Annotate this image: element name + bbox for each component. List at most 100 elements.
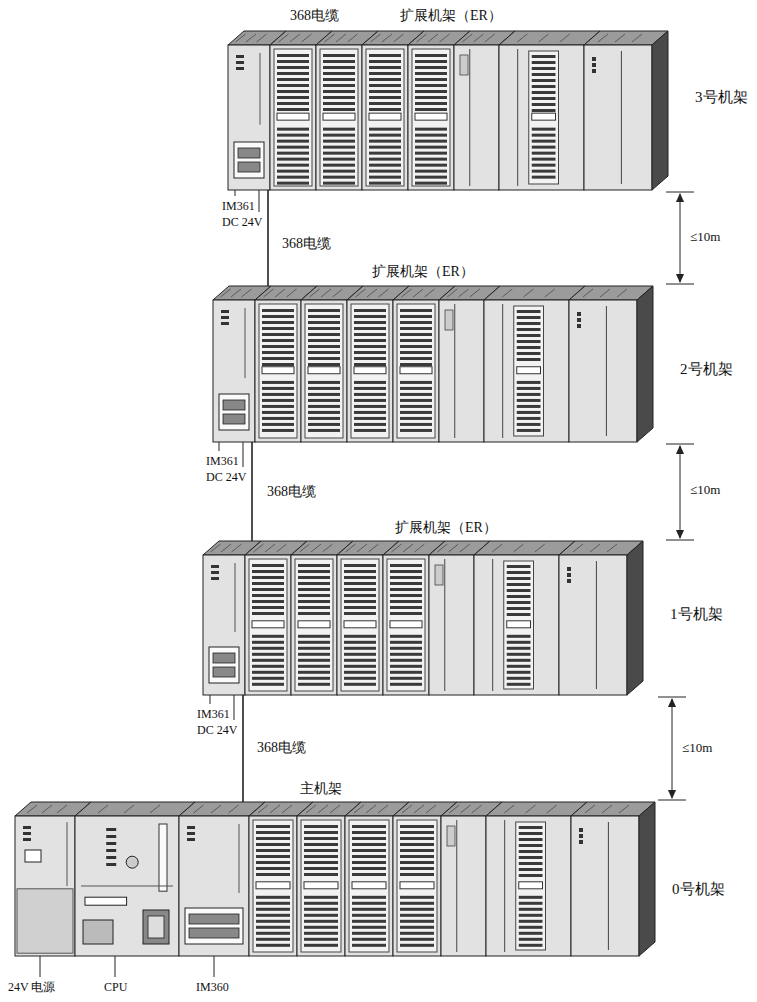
vent-slot (600, 289, 610, 297)
vent-slot (258, 805, 268, 813)
vent-slot (437, 544, 447, 552)
module-front (474, 555, 559, 695)
power-terminal (83, 920, 113, 944)
terminal-strip (323, 158, 355, 161)
vent-slot (440, 34, 450, 42)
terminal-strip (390, 588, 422, 591)
leader-line (243, 442, 244, 467)
label-strip (415, 113, 447, 120)
terminal-strip (519, 920, 543, 923)
rack-heading: 扩展机架（ER） (372, 264, 474, 281)
label-strip (369, 113, 401, 120)
rack (203, 541, 643, 695)
terminal-strip (369, 90, 401, 93)
vent-slot (98, 805, 108, 813)
terminal-strip (308, 381, 340, 384)
mpi-port-inner (148, 916, 164, 938)
terminal-strip (304, 867, 338, 870)
status-led (23, 832, 31, 835)
terminal-strip (507, 641, 531, 644)
terminal-strip (369, 158, 401, 161)
terminal-strip (532, 146, 556, 149)
vent-slot (474, 34, 484, 42)
module-top (75, 802, 195, 816)
front-panel (412, 49, 450, 186)
vent-slot (414, 805, 424, 813)
cable-socket (185, 908, 243, 944)
vent-slot (619, 805, 629, 813)
vent-slot (246, 34, 256, 42)
vent-slot (211, 805, 221, 813)
vent-slot (602, 805, 612, 813)
terminal-strip (519, 902, 543, 905)
terminal-strip (400, 339, 432, 342)
status-led (187, 826, 195, 829)
terminal-strip (304, 902, 338, 905)
panel-edge (608, 822, 609, 950)
terminal-strip (369, 78, 401, 81)
terminal-strip (517, 334, 541, 337)
terminal-strip (308, 363, 340, 366)
module-front (441, 816, 486, 956)
vent-slot (615, 34, 625, 42)
rack-number: 2号机架 (680, 360, 733, 378)
terminal-strip (262, 423, 294, 426)
terminal-strip (400, 405, 432, 408)
terminal-strip (415, 170, 447, 173)
terminal-strip (323, 54, 355, 57)
terminal-strip (323, 182, 355, 185)
module-front (337, 555, 383, 695)
vent-slot (357, 544, 367, 552)
label-strip (352, 882, 386, 889)
terminal-strip (400, 411, 432, 414)
terminal-strip (400, 327, 432, 330)
vent-slot (402, 805, 412, 813)
leader-line (115, 956, 116, 977)
terminal-strip (344, 594, 376, 597)
dimension-tick (666, 284, 694, 285)
terminal-strip (519, 844, 543, 847)
terminal-strip (390, 677, 422, 680)
vent-slot (539, 34, 549, 42)
terminal-strip (369, 164, 401, 167)
terminal-strip (298, 576, 330, 579)
vent-slot (535, 544, 545, 552)
front-panel (341, 559, 379, 691)
terminal-strip (507, 601, 531, 604)
terminal-strip (507, 577, 531, 580)
terminal-strip (262, 333, 294, 336)
terminal-strip (252, 600, 284, 603)
leader-line (219, 442, 220, 451)
status-led (23, 826, 31, 829)
terminal-strip (390, 606, 422, 609)
terminal-strip (519, 896, 543, 899)
terminal-strip (517, 328, 541, 331)
vent-slot (221, 544, 231, 552)
terminal-strip (262, 411, 294, 414)
terminal-strip (400, 345, 432, 348)
socket-pins (238, 148, 260, 158)
module-front (486, 816, 571, 956)
arrow-head (676, 445, 684, 454)
terminal-strip (256, 825, 290, 828)
terminal-strip (354, 405, 386, 408)
terminal-strip (262, 357, 294, 360)
terminal-strip (277, 158, 309, 161)
terminal-strip (400, 920, 434, 923)
terminal-strip (308, 345, 340, 348)
module-front (484, 300, 569, 442)
terminal-strip (277, 128, 309, 131)
vent-slot (394, 34, 404, 42)
vent-slot (382, 34, 392, 42)
module-front (393, 816, 441, 956)
terminal-strip (304, 861, 338, 864)
power-label: DC 24V (222, 215, 262, 229)
leader-line (40, 956, 41, 977)
terminal-strip (400, 849, 434, 852)
label-strip (400, 882, 434, 889)
terminal-strip (532, 134, 556, 137)
terminal-strip (344, 647, 376, 650)
vent-slot (517, 34, 527, 42)
module-label: IM361 (222, 199, 255, 213)
